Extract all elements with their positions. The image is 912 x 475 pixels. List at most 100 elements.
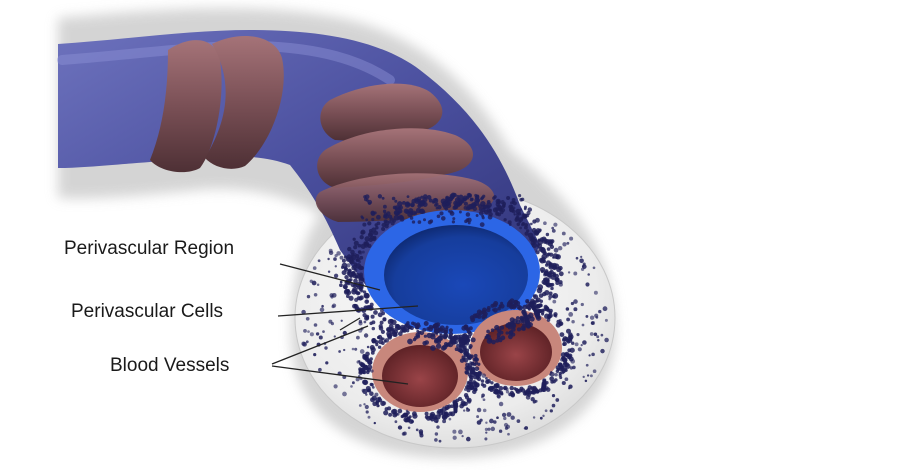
cell-dot <box>306 340 309 343</box>
cell-dot <box>587 374 589 376</box>
cell-dot <box>453 336 455 338</box>
cell-dot <box>541 313 544 316</box>
cell-dot <box>512 305 517 310</box>
cell-dot <box>366 386 371 391</box>
cell-dot <box>385 338 390 343</box>
cell-dot <box>390 217 394 221</box>
cell-dot <box>362 251 365 254</box>
cell-dot <box>301 341 305 345</box>
cell-dot <box>526 324 531 329</box>
cell-dot <box>377 222 381 226</box>
cell-dot <box>310 332 314 336</box>
cell-dot <box>542 415 544 417</box>
cell-dot <box>359 256 363 260</box>
cell-dot <box>560 332 565 337</box>
cell-dot <box>476 214 479 217</box>
cell-dot <box>394 205 399 210</box>
cell-dot <box>466 218 470 222</box>
cell-dot <box>576 333 579 336</box>
cell-dot <box>536 315 541 320</box>
cell-dot <box>307 330 310 333</box>
cell-dot <box>594 333 598 337</box>
cell-dot <box>450 404 454 408</box>
cell-dot <box>398 326 401 329</box>
cell-dot <box>370 303 374 307</box>
cell-dot <box>358 261 361 264</box>
cell-dot <box>560 358 563 361</box>
cell-dot <box>520 208 522 210</box>
cell-dot <box>476 415 479 418</box>
cell-dot <box>518 306 523 311</box>
cell-dot <box>385 407 389 411</box>
cell-dot <box>535 400 538 403</box>
cell-dot <box>593 266 596 269</box>
cell-dot <box>427 333 433 339</box>
cell-dot <box>441 346 446 351</box>
cell-dot <box>348 278 351 281</box>
cell-dot <box>491 427 495 431</box>
cell-dot <box>382 338 385 341</box>
cell-dot <box>366 410 369 413</box>
cell-dot <box>567 336 572 341</box>
cell-dot <box>344 275 348 279</box>
cell-dot <box>485 431 487 433</box>
cell-dot <box>466 212 471 217</box>
cell-dot <box>365 405 369 409</box>
cell-dot <box>436 339 441 344</box>
cell-dot <box>441 216 446 221</box>
cell-dot <box>480 197 483 200</box>
cell-dot <box>342 392 347 397</box>
cell-dot <box>314 323 318 327</box>
cell-dot <box>565 377 569 381</box>
cell-dot <box>406 321 409 324</box>
cell-dot <box>488 338 492 342</box>
cell-dot <box>394 200 397 203</box>
cell-dot <box>403 432 407 436</box>
cell-dot <box>471 198 474 201</box>
cell-dot <box>371 315 375 319</box>
cell-dot <box>487 306 491 310</box>
cell-dot <box>367 346 370 349</box>
cell-dot <box>556 370 559 373</box>
label-blood-vessels: Blood Vessels <box>110 356 229 375</box>
cell-dot <box>485 336 488 339</box>
cell-dot <box>364 333 368 337</box>
cell-dot <box>365 295 368 298</box>
cell-dot <box>507 412 512 417</box>
cell-dot <box>435 333 438 336</box>
cell-dot <box>506 196 510 200</box>
cell-dot <box>550 409 553 412</box>
cell-dot <box>476 377 479 380</box>
cell-dot <box>375 343 378 346</box>
cell-dot <box>587 273 590 276</box>
cell-dot <box>359 320 362 323</box>
cell-dot <box>322 330 325 333</box>
cell-dot <box>483 398 486 401</box>
cell-dot <box>477 420 482 425</box>
cell-dot <box>540 288 542 290</box>
cell-dot <box>474 201 479 206</box>
cell-dot <box>546 387 551 392</box>
cell-dot <box>436 207 439 210</box>
cell-dot <box>359 404 362 407</box>
cell-dot <box>477 408 481 412</box>
cell-dot <box>362 379 367 384</box>
cell-dot <box>425 415 429 419</box>
cell-dot <box>455 202 460 207</box>
cell-dot <box>559 376 562 379</box>
cell-dot <box>568 271 570 273</box>
cell-dot <box>513 387 516 390</box>
cell-dot <box>467 204 473 210</box>
cell-dot <box>378 194 382 198</box>
cell-dot <box>477 363 480 366</box>
cell-dot <box>432 201 435 204</box>
cell-dot <box>390 221 394 225</box>
cell-dot <box>410 216 413 219</box>
cell-dot <box>548 271 552 275</box>
cell-dot <box>605 319 608 322</box>
cell-dot <box>494 383 498 387</box>
cell-dot <box>325 361 328 364</box>
cell-dot <box>543 308 546 311</box>
